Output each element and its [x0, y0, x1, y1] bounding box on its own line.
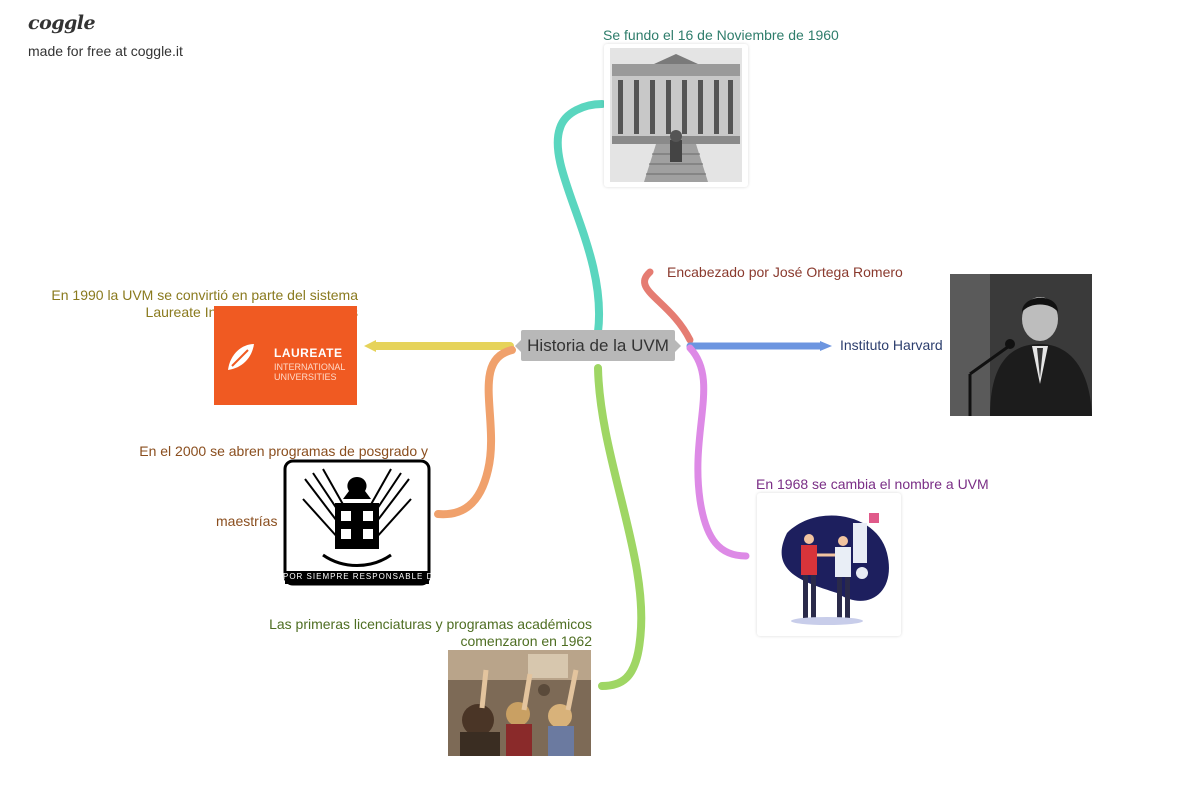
laureate-logo-sub1: INTERNATIONAL	[274, 362, 346, 372]
node-laureate-line1: En 1990 la UVM se convirtió en parte del…	[51, 287, 358, 303]
branch-line-posgrado	[434, 346, 516, 519]
branch-line-renamed	[686, 344, 750, 560]
seal-ring-text: POR SIEMPRE RESPONSABLE DE LO QUE SE HA …	[283, 572, 431, 581]
node-harvard-label[interactable]: Instituto Harvard	[840, 337, 943, 353]
renamed-illustration	[757, 493, 901, 636]
laureate-logo: LAUREATE INTERNATIONAL UNIVERSITIES	[214, 306, 357, 405]
node-licenciaturas-line1: Las primeras licenciaturas y programas a…	[269, 616, 592, 632]
laureate-logo-sub2: UNIVERSITIES	[274, 372, 337, 382]
branch-line-founded	[553, 100, 606, 336]
jose-ortega-portrait	[950, 274, 1092, 416]
laureate-logo-title: LAUREATE	[274, 346, 343, 360]
root-node[interactable]: Historia de la UVM	[515, 330, 681, 361]
node-headed-label[interactable]: Encabezado por José Ortega Romero	[667, 264, 903, 280]
branch-arrow-laureate	[364, 340, 376, 352]
branch-arrow-harvard	[820, 341, 832, 351]
node-posgrado-line2[interactable]: maestrías	[216, 513, 278, 529]
node-founded-label[interactable]: Se fundo el 16 de Noviembre de 1960	[603, 27, 839, 43]
founded-building-image	[604, 44, 748, 187]
branch-line-headed	[641, 268, 694, 344]
laureate-leaf-icon	[228, 344, 254, 370]
classroom-photo	[448, 650, 591, 756]
coggle-tagline: made for free at coggle.it	[28, 43, 183, 59]
coggle-logo: coggle	[28, 12, 96, 34]
branch-line-licenciaturas	[594, 364, 646, 690]
node-licenciaturas-label[interactable]: Las primeras licenciaturas y programas a…	[232, 616, 592, 650]
university-seal: POR SIEMPRE RESPONSABLE DE LO QUE SE HA …	[283, 459, 431, 586]
node-licenciaturas-line2: comenzaron en 1962	[460, 633, 592, 649]
node-posgrado-line1[interactable]: En el 2000 se abren programas de posgrad…	[139, 443, 428, 459]
node-renamed-label[interactable]: En 1968 se cambia el nombre a UVM	[756, 476, 989, 492]
